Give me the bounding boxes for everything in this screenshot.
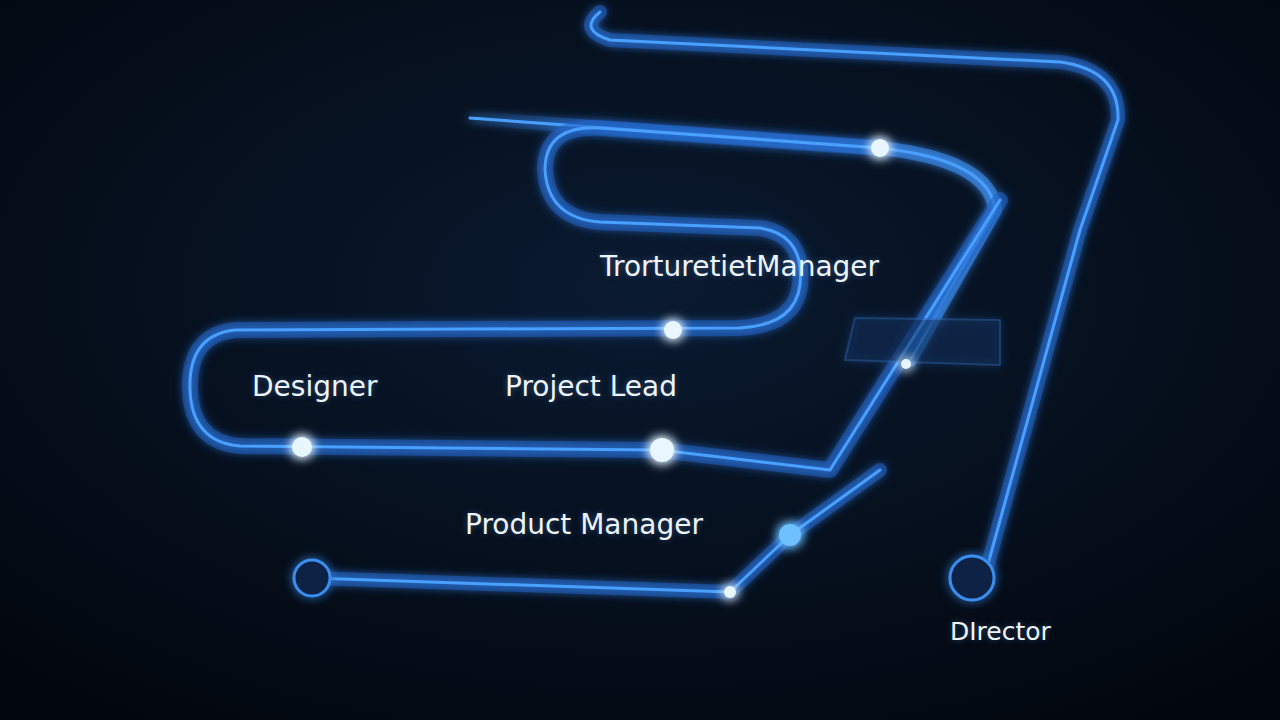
role-label: DIrector: [950, 618, 1051, 646]
glow-dot: [901, 359, 911, 369]
path-band: [190, 128, 1000, 470]
glow-dot: [871, 139, 889, 157]
path-line: [190, 128, 1000, 470]
glow-dot: [292, 437, 312, 457]
glow-dot: [650, 438, 674, 462]
glow-dot: [664, 321, 682, 339]
role-label: Product Manager: [465, 510, 703, 541]
end-ring: [950, 556, 994, 600]
end-ring: [294, 560, 330, 596]
path-line: [312, 470, 880, 592]
glow-dot: [724, 586, 736, 598]
path-band: [312, 470, 880, 592]
faint-panel: [845, 318, 1000, 365]
glow-dot: [779, 524, 801, 546]
role-label: Project Lead: [505, 372, 677, 403]
role-label: Designer: [252, 372, 377, 403]
role-label: TrorturetietManager: [600, 252, 879, 283]
